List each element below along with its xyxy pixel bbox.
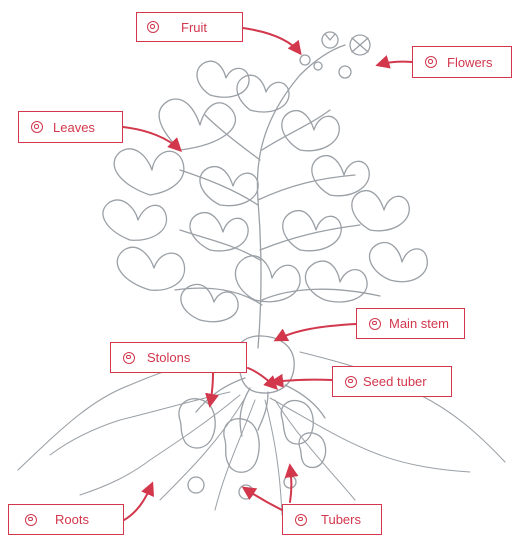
flowers-shapes xyxy=(300,32,370,78)
arrow-stolons-2 xyxy=(248,368,276,388)
label-main-stem: Main stem xyxy=(356,308,465,339)
leaves-shapes xyxy=(103,61,427,321)
roots-shapes xyxy=(50,392,470,515)
target-bullet-icon xyxy=(25,514,37,526)
label-stolons-text: Stolons xyxy=(147,351,190,364)
label-fruit-text: Fruit xyxy=(181,21,207,34)
arrow-main-stem xyxy=(276,324,356,340)
arrow-flowers xyxy=(378,62,412,65)
arrow-stolons-1 xyxy=(210,373,213,405)
target-bullet-icon xyxy=(295,514,307,526)
arrow-tubers-1 xyxy=(244,488,282,510)
arrow-tubers-2 xyxy=(290,466,292,502)
label-seed-tuber: Seed tuber xyxy=(332,366,452,397)
arrow-roots xyxy=(124,484,152,520)
label-main-stem-text: Main stem xyxy=(389,317,449,330)
arrow-leaves xyxy=(123,127,180,150)
target-bullet-icon xyxy=(31,121,43,133)
label-roots: Roots xyxy=(8,504,124,535)
fruit-shapes xyxy=(300,55,322,70)
arrow-seed-tuber xyxy=(272,380,332,382)
label-fruit: Fruit xyxy=(136,12,243,42)
target-bullet-icon xyxy=(147,21,159,33)
label-flowers-text: Flowers xyxy=(447,56,493,69)
target-bullet-icon xyxy=(369,318,381,330)
target-bullet-icon xyxy=(123,352,135,364)
label-roots-text: Roots xyxy=(55,513,89,526)
arrow-fruit xyxy=(243,28,300,53)
label-seed-tuber-text: Seed tuber xyxy=(363,375,427,388)
target-bullet-icon xyxy=(345,376,357,388)
tubers-shapes xyxy=(179,399,326,499)
target-bullet-icon xyxy=(425,56,437,68)
label-tubers: Tubers xyxy=(282,504,382,535)
plant-illustration xyxy=(18,32,505,515)
label-leaves: Leaves xyxy=(18,111,123,143)
label-stolons: Stolons xyxy=(110,342,247,373)
label-flowers: Flowers xyxy=(412,46,512,78)
label-tubers-text: Tubers xyxy=(321,513,361,526)
label-leaves-text: Leaves xyxy=(53,121,95,134)
